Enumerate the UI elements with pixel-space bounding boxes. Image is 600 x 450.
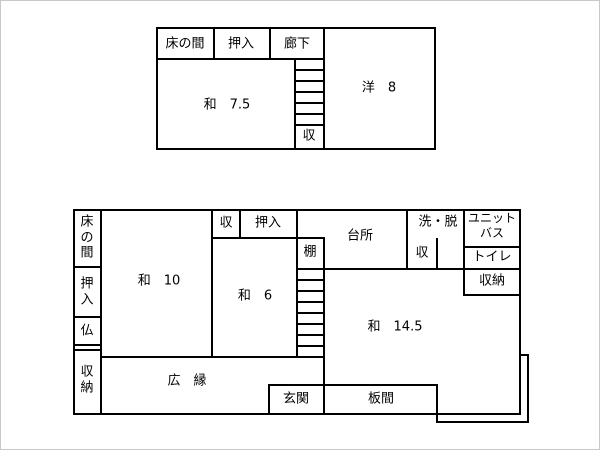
room-label-washitsu14-5: 和 14.5	[367, 319, 423, 335]
wall	[436, 384, 438, 423]
wall	[268, 384, 438, 386]
upper-floor-outline	[156, 27, 436, 150]
wall	[73, 316, 102, 318]
room-label-itanoma: 板間	[367, 391, 395, 407]
room-label-unit-bath: ユニットバス	[467, 211, 516, 240]
stair-step	[296, 345, 323, 347]
room-label-youshitsu8: 洋 8	[361, 80, 397, 96]
room-label-washitsu10: 和 10	[137, 273, 181, 289]
wall	[156, 58, 325, 60]
wall	[296, 124, 323, 126]
wall	[212, 237, 325, 239]
wall	[463, 246, 521, 248]
room-label-tokonoma-1f: 床の間	[80, 214, 94, 261]
room-label-hiroen: 広 縁	[167, 373, 207, 389]
room-label-storage-2f: 収	[302, 128, 316, 144]
wall	[213, 27, 215, 60]
room-label-kitchen: 台所	[346, 228, 374, 244]
room-label-butsuma: 仏	[80, 323, 94, 339]
stair-step	[296, 69, 323, 71]
wall	[296, 268, 521, 270]
room-label-storage-mid: 収	[415, 245, 429, 261]
wall	[463, 209, 465, 296]
room-label-tokonoma-2f: 床の間	[165, 36, 205, 52]
stair-step	[296, 279, 323, 281]
room-label-genkan: 玄関	[282, 391, 310, 407]
wall	[211, 209, 213, 358]
room-label-storage-top: 収	[219, 215, 233, 231]
room-label-oshiire-2f: 押入	[227, 36, 255, 52]
wall	[296, 209, 298, 358]
stair-step	[296, 301, 323, 303]
wall	[73, 349, 102, 351]
stair-step	[296, 80, 323, 82]
wall	[100, 209, 102, 415]
wall	[406, 209, 408, 270]
wall	[463, 294, 521, 296]
room-label-toilet: トイレ	[472, 249, 512, 265]
wall	[323, 27, 325, 150]
stair-step	[296, 334, 323, 336]
wall	[100, 356, 325, 358]
porch-outline	[527, 354, 529, 423]
wall	[268, 384, 270, 415]
wall	[239, 209, 241, 239]
room-label-washitsu7-5: 和 7.5	[203, 97, 251, 113]
porch-outline	[519, 354, 529, 356]
wall	[436, 238, 438, 270]
wall	[323, 237, 325, 415]
room-label-storage-right: 収納	[478, 273, 506, 289]
room-label-laundry: 洗・脱	[418, 214, 458, 230]
room-label-washitsu6: 和 6	[237, 288, 273, 304]
room-label-shelf: 棚	[303, 244, 317, 260]
room-label-corridor-2f: 廊下	[283, 36, 311, 52]
stair-step	[296, 102, 323, 104]
stair-step	[296, 113, 323, 115]
wall	[294, 58, 296, 150]
stair-step	[296, 290, 323, 292]
wall	[269, 27, 271, 60]
stair-step	[296, 323, 323, 325]
room-label-storage-left: 収納	[80, 364, 94, 395]
room-label-oshiire-left: 押入	[80, 276, 94, 307]
wall	[73, 344, 102, 346]
room-label-oshiire-top: 押入	[254, 215, 282, 231]
stair-step	[296, 91, 323, 93]
porch-outline	[436, 421, 529, 423]
wall	[73, 266, 102, 268]
stair-step	[296, 312, 323, 314]
